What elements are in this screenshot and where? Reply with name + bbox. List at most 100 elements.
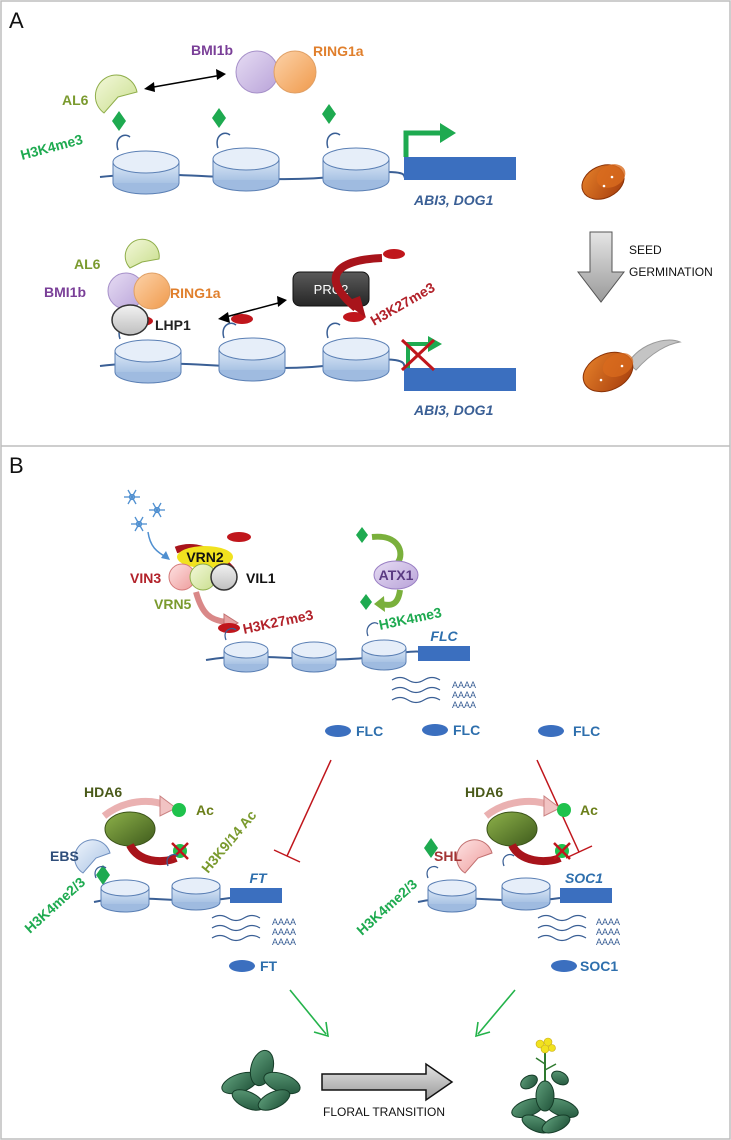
methylation-arrow bbox=[193, 591, 227, 625]
ring1a-protein bbox=[133, 272, 171, 310]
al6-label: AL6 bbox=[74, 256, 101, 272]
vil1-label: VIL1 bbox=[246, 570, 276, 586]
hda6-label: HDA6 bbox=[465, 784, 503, 800]
polya-tail: AAAA bbox=[272, 917, 296, 927]
histone-tail bbox=[166, 853, 179, 867]
histone-tail bbox=[116, 134, 131, 151]
h3k4me23-label: H3K4me2/3 bbox=[21, 874, 88, 937]
flc-protein-label: FLC bbox=[573, 723, 600, 739]
panel-b: B VRN2 VIN3 bbox=[9, 453, 620, 1134]
h3k27me3-mark bbox=[231, 314, 253, 324]
hda6-arrow bbox=[508, 842, 562, 866]
snowflake-icon bbox=[124, 489, 140, 505]
hda6-protein bbox=[104, 811, 156, 847]
seed-label: SEED bbox=[629, 243, 662, 257]
h3k4me-mark bbox=[96, 865, 110, 885]
arrowhead bbox=[216, 69, 226, 80]
repression-bar bbox=[273, 849, 301, 863]
transcription-arrow bbox=[403, 130, 440, 157]
ebs-label: EBS bbox=[50, 848, 79, 864]
polya-tail: AAAA bbox=[272, 927, 296, 937]
al6-protein bbox=[94, 74, 138, 114]
bmi1b-protein bbox=[235, 50, 279, 94]
arrowhead bbox=[144, 82, 155, 92]
nucleosome bbox=[114, 339, 182, 384]
h3k4me23-label: H3K4me2/3 bbox=[353, 876, 420, 939]
nucleosome bbox=[427, 879, 477, 913]
mrna-wave bbox=[537, 914, 587, 922]
hda6-protein bbox=[486, 811, 538, 847]
nucleosome bbox=[100, 879, 150, 913]
atx1-protein bbox=[373, 560, 419, 590]
nucleosome bbox=[361, 639, 407, 671]
flc-protein bbox=[325, 725, 351, 737]
arrowhead bbox=[161, 551, 170, 560]
arrowhead bbox=[475, 1021, 491, 1038]
histone-tail bbox=[224, 627, 237, 641]
histone-tail bbox=[326, 132, 341, 149]
polya-tail: AAAA bbox=[596, 917, 620, 927]
histone-tail bbox=[502, 853, 515, 867]
h3k27me3-mark bbox=[343, 312, 365, 322]
nucleosome bbox=[112, 150, 180, 195]
mrna-wave bbox=[211, 934, 261, 942]
polya-tail: AAAA bbox=[596, 937, 620, 947]
hda6-label: HDA6 bbox=[84, 784, 122, 800]
deacetylation-cross bbox=[171, 842, 189, 860]
gene-bar bbox=[560, 888, 612, 903]
arrowhead bbox=[374, 596, 385, 612]
rosette-vegetative-icon bbox=[221, 1049, 301, 1111]
bmi1b-label: BMI1b bbox=[191, 42, 233, 58]
floral-transition-arrow bbox=[321, 1062, 454, 1102]
polya-tail: AAAA bbox=[272, 937, 296, 947]
flc-protein-label: FLC bbox=[356, 723, 383, 739]
histone-tail bbox=[366, 622, 379, 637]
hda6-arrow bbox=[126, 842, 178, 866]
h3k27me3-label: H3K27me3 bbox=[241, 606, 315, 637]
methylation-arrow bbox=[331, 254, 383, 312]
vrn2-label: VRN2 bbox=[186, 549, 224, 565]
histone-tail bbox=[326, 322, 341, 339]
gene-bar bbox=[404, 157, 516, 180]
mrna-wave bbox=[391, 676, 441, 684]
vin3-label: VIN3 bbox=[130, 570, 161, 586]
snowflake-icon bbox=[149, 502, 165, 518]
ft-locus: Ac HDA6 EBS H3K9/14 Ac H3K4me2/3 bbox=[21, 784, 296, 974]
nucleosome bbox=[218, 337, 286, 382]
nucleosome bbox=[171, 877, 221, 911]
nucleosome bbox=[501, 877, 551, 911]
h3k4me3-label: H3K4me3 bbox=[19, 131, 85, 163]
h3k4me3-mark bbox=[212, 108, 226, 128]
atx1-label: ATX1 bbox=[379, 567, 414, 583]
lhp1-label: LHP1 bbox=[155, 317, 191, 333]
arrowhead bbox=[344, 296, 366, 318]
vrn5-label: VRN5 bbox=[154, 596, 192, 612]
ft-protein-label: FT bbox=[260, 958, 278, 974]
atx1-arrow bbox=[371, 533, 404, 564]
soc1-locus: Ac HDA6 SHL H3K4me2/3 bbox=[353, 784, 620, 974]
polya-tail: AAAA bbox=[452, 680, 476, 690]
h3k4me-mark bbox=[424, 838, 438, 858]
nucleosome bbox=[322, 337, 390, 382]
deacetylation-cross bbox=[553, 842, 571, 860]
flc-protein bbox=[538, 725, 564, 737]
floral-transition-label: FLORAL TRANSITION bbox=[323, 1105, 445, 1119]
gene-label: ABI3, DOG1 bbox=[413, 192, 494, 208]
al6-label: AL6 bbox=[62, 92, 89, 108]
polya-tail: AAAA bbox=[452, 690, 476, 700]
repression-line bbox=[286, 759, 332, 857]
h3k4me3-mark bbox=[360, 594, 372, 610]
vil1-protein bbox=[210, 563, 238, 591]
h3k27me3-mark bbox=[227, 532, 251, 542]
mrna-wave bbox=[391, 686, 441, 694]
flc-protein-label: FLC bbox=[453, 722, 480, 738]
atx1-arrow bbox=[381, 589, 403, 608]
h3k4me3-mark bbox=[322, 104, 336, 124]
lhp1-protein bbox=[111, 304, 149, 336]
flc-protein bbox=[422, 724, 448, 736]
arrowhead bbox=[218, 312, 230, 323]
germinating-seed-icon bbox=[582, 339, 682, 393]
mrna-wave bbox=[391, 696, 441, 704]
ac-label: Ac bbox=[196, 802, 214, 818]
arrowhead bbox=[428, 336, 442, 352]
